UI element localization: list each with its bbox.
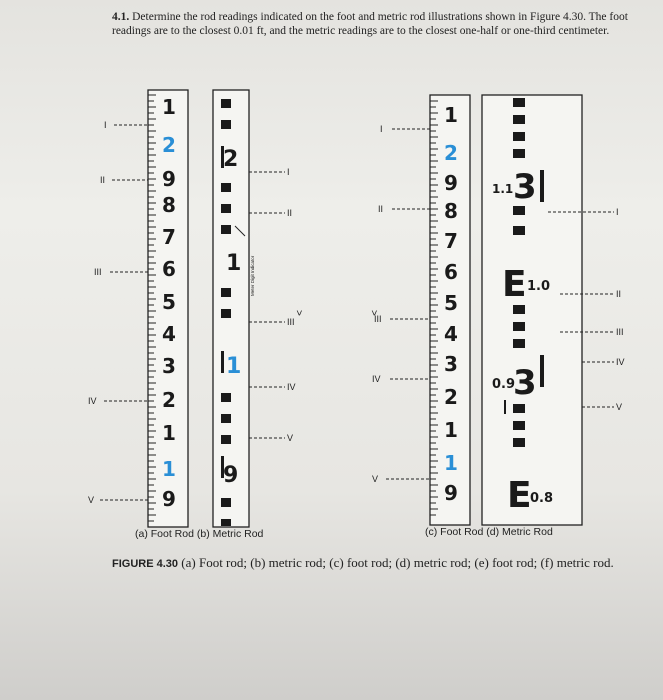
pointer-label: II (287, 208, 292, 218)
foot-rod-c: 1 2 9 8 7 6 5 4 3 2 1 1 9 (429, 94, 471, 526)
foot-rod-a-number: 9 (162, 167, 176, 191)
foot-rod-c-number: 9 (444, 481, 458, 505)
foot-rod-a-number: 2 (162, 388, 176, 412)
metric-rod-b-number: 1 (226, 251, 241, 276)
foot-rod-a-number: 2 (162, 133, 176, 157)
pointer-label: V (287, 433, 293, 443)
foot-rod-a-number: 1 (162, 421, 176, 445)
pointer-label: I (104, 120, 107, 130)
foot-rod-c-number: 9 (444, 171, 458, 195)
foot-rod-c-number: 3 (444, 352, 458, 376)
pointer-label: IV (88, 396, 97, 406)
pointer-label: V (616, 402, 622, 412)
caption-ab: (a) Foot Rod (b) Metric Rod (135, 528, 264, 540)
pointer-label: III (287, 317, 295, 327)
indicator-leader-line (234, 225, 246, 237)
pointer-label: II (100, 175, 105, 185)
foot-rod-c-number: 2 (444, 385, 458, 409)
arrow-glyph: > (368, 310, 379, 316)
foot-rod-c-number: 1 (444, 103, 458, 127)
foot-rod-c-number: 4 (444, 322, 458, 346)
problem-number: 4.1. (112, 11, 130, 23)
foot-rod-a-number: 4 (162, 322, 176, 346)
pointer-label: IV (616, 357, 625, 367)
foot-rod-a-number: 6 (162, 257, 176, 281)
metric-rod-d-label: 0.9 (492, 377, 515, 392)
pointer-label: III (94, 267, 102, 277)
metric-rod-b: 2 1 1 9 Meter Digit Indicator (212, 89, 255, 528)
problem-statement: 4.1. Determine the rod readings indicate… (112, 10, 632, 38)
foot-rod-a-number: 9 (162, 487, 176, 511)
figure-caption-text: (a) Foot rod; (b) metric rod; (c) foot r… (178, 555, 614, 570)
metric-rod-d-label: 1.0 (527, 279, 550, 294)
foot-rod-a-number: 1 (162, 457, 176, 481)
rod-a-pointers: I II III IV V (88, 120, 148, 505)
metric-rod-b-number: 1 (226, 354, 241, 379)
rod-d-pointers: I II III IV V (548, 207, 625, 412)
pointer-label: V (372, 474, 378, 484)
foot-rod-c-number: 5 (444, 291, 458, 315)
pointer-label: I (380, 124, 383, 134)
metric-rod-d-number: 3 (513, 167, 537, 207)
pointer-label: II (378, 204, 383, 214)
pointer-label: V (88, 495, 94, 505)
foot-rod-a-number: 5 (162, 290, 176, 314)
metric-rod-d-letter: E (507, 475, 532, 516)
metric-rod-b-number: 9 (223, 463, 238, 488)
foot-rod-c-number: 1 (444, 451, 458, 475)
foot-rod-a-number: 8 (162, 193, 176, 217)
metric-rod-b-number: 2 (223, 147, 238, 172)
pointer-label: II (616, 289, 621, 299)
metric-rod-d-number: 3 (513, 363, 537, 403)
rod-c-pointers: I II III IV V (372, 124, 430, 484)
pointer-label: I (287, 167, 290, 177)
foot-rod-c-number: 7 (444, 229, 458, 253)
foot-rod-a-number: 1 (162, 95, 176, 119)
pointer-label: III (374, 314, 382, 324)
meter-digit-indicator-label: Meter Digit Indicator (250, 255, 255, 296)
foot-rod-a-number: 3 (162, 354, 176, 378)
foot-rod-a: 1 2 9 8 7 6 5 4 3 2 1 1 9 (147, 89, 189, 528)
arrow-glyph: > (293, 310, 304, 316)
pointer-label: IV (372, 374, 381, 384)
caption-cd: (c) Foot Rod (d) Metric Rod (425, 526, 553, 538)
rod-b-pointers: I II III IV V (249, 167, 296, 443)
metric-rod-d: 1.1 3 E 1.0 0.9 3 E 0.8 (481, 94, 583, 526)
pointer-label: III (616, 327, 624, 337)
foot-rod-a-number: 7 (162, 225, 176, 249)
foot-rod-c-number: 8 (444, 199, 458, 223)
figure-caption: FIGURE 4.30 (a) Foot rod; (b) metric rod… (112, 555, 632, 572)
figure-label: FIGURE 4.30 (112, 558, 179, 570)
foot-rod-c-number: 2 (444, 141, 458, 165)
pointer-label: IV (287, 382, 296, 392)
problem-text: Determine the rod readings indicated on … (112, 11, 628, 37)
pointer-label: I (616, 207, 619, 217)
foot-rod-c-number: 6 (444, 260, 458, 284)
metric-rod-d-label: 1.1 (492, 182, 513, 196)
foot-rod-c-number: 1 (444, 418, 458, 442)
metric-rod-d-label: 0.8 (530, 491, 553, 506)
metric-rod-d-letter: E (502, 264, 527, 305)
